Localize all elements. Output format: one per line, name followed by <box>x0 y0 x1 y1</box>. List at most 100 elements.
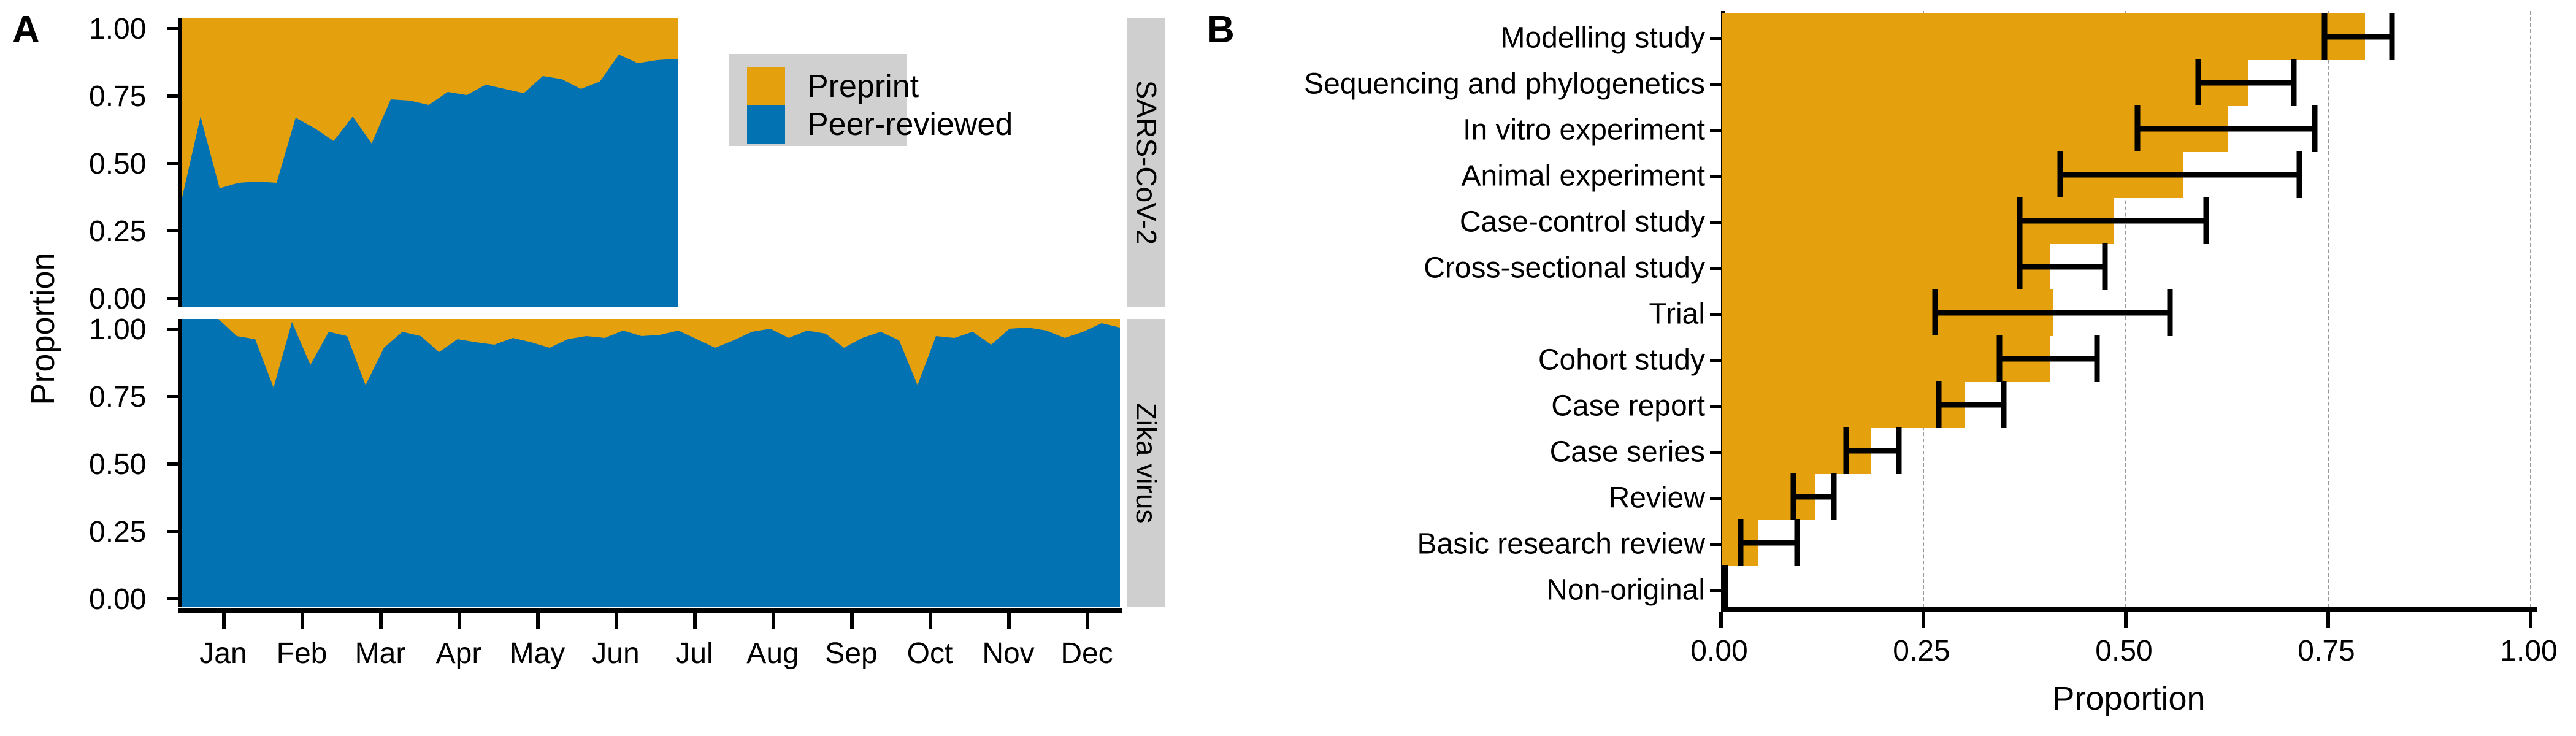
cat-label-trial: Trial <box>1649 297 1705 331</box>
table-row[interactable] <box>1722 381 1965 428</box>
table-row[interactable] <box>1722 243 2050 290</box>
y-tick-label-zika-4: 0.25 <box>89 516 147 548</box>
table-row[interactable] <box>1722 335 2050 382</box>
y-tick-label-sars-1: 1.00 <box>89 13 147 45</box>
panel-a-strip-sars: SARS-CoV-2 <box>1127 18 1165 307</box>
cat-label-case-report: Case report <box>1551 389 1705 423</box>
x-tick-label-nov: Nov <box>982 637 1035 670</box>
gridline-1.00 <box>2530 11 2532 607</box>
y-tick-label-zika-5: 0.00 <box>89 583 147 616</box>
b-x-tickmark-0 <box>1719 612 1723 628</box>
y-tick-label-zika-2: 0.75 <box>89 381 147 413</box>
legend-item-peer-reviewed[interactable]: Peer-reviewed <box>747 105 1013 144</box>
x-tickmark-may <box>536 613 540 629</box>
errorbar-line-trial <box>1935 310 2170 316</box>
cat-label-non-original: Non-original <box>1546 573 1705 607</box>
b-y-tickmark-3 <box>1710 175 1721 178</box>
errorbar-cap-high-animal-experiment <box>2296 151 2302 198</box>
x-tick-label-aug: Aug <box>746 637 799 670</box>
y-tick-label-sars-2: 0.75 <box>89 80 147 113</box>
panel-a: A Proportion 1.00 0.75 0.50 0.25 0.00 SA… <box>0 0 1202 736</box>
x-tick-label-jul: Jul <box>675 637 713 670</box>
cat-label-animal-experiment: Animal experiment <box>1461 159 1706 193</box>
panel-a-sars-y-axis <box>178 18 182 307</box>
errorbar-line-basic-research-review <box>1741 540 1797 546</box>
y-tick-label-zika-3: 0.50 <box>89 448 147 481</box>
errorbar-cap-high-trial <box>2167 289 2173 336</box>
panel-a-zika-plot <box>182 319 1120 607</box>
b-x-tickmark-0.75 <box>2326 612 2330 628</box>
b-y-tickmark-1 <box>1710 83 1721 86</box>
y-tickmark-sars-5 <box>167 297 178 300</box>
y-tickmark-sars-4 <box>167 229 178 232</box>
panel-a-strip-sars-label: SARS-CoV-2 <box>1130 80 1162 245</box>
x-tick-label-may: May <box>509 637 565 670</box>
x-tickmark-sep <box>850 613 854 629</box>
gridline-0.75 <box>2328 11 2330 607</box>
x-tick-label-feb: Feb <box>276 637 328 670</box>
errorbar-line-review <box>1793 494 1834 500</box>
errorbar-cap-low-trial <box>1932 289 1938 336</box>
panel-b: B Modelling study Sequencing and phyloge… <box>1202 0 2576 736</box>
x-tick-label-dec: Dec <box>1060 637 1113 670</box>
b-y-tickmark-9 <box>1710 451 1721 454</box>
panel-a-x-axis <box>178 608 1122 613</box>
cat-label-cross-sectional-study: Cross-sectional study <box>1424 251 1705 285</box>
errorbar-cap-high-modelling-study <box>2389 13 2395 60</box>
errorbar-cap-non-original <box>1721 565 1728 612</box>
y-tickmark-sars-1 <box>167 27 178 30</box>
sars-peerreviewed-area <box>182 55 678 307</box>
x-tickmark-oct <box>929 613 932 629</box>
errorbar-cap-low-sequencing-and-phylogenetics <box>2195 59 2201 106</box>
x-tickmark-nov <box>1007 613 1011 629</box>
table-row[interactable] <box>1722 13 2365 60</box>
b-x-tick-label-1.00: 1.00 <box>2500 635 2558 667</box>
x-tick-label-jun: Jun <box>592 637 640 670</box>
errorbar-line-animal-experiment <box>2060 172 2299 178</box>
zika-area-chart <box>182 319 1120 607</box>
b-y-tickmark-0 <box>1710 37 1721 40</box>
y-tickmark-sars-3 <box>167 162 178 165</box>
sars-area-chart <box>182 18 678 307</box>
b-y-tickmark-5 <box>1710 267 1721 270</box>
b-x-tickmark-0.50 <box>2124 612 2128 628</box>
b-x-tick-label-0: 0.00 <box>1690 635 1748 667</box>
errorbar-line-in-vitro-experiment <box>2137 126 2315 132</box>
errorbar-cap-low-case-report <box>1936 381 1942 428</box>
y-tick-label-sars-4: 0.25 <box>89 215 147 248</box>
y-tickmark-zika-3 <box>167 462 178 466</box>
zika-peerreviewed-area <box>182 319 1120 607</box>
b-y-tickmark-2 <box>1710 129 1721 132</box>
panel-a-sars-plot <box>182 18 1120 307</box>
legend-item-preprint[interactable]: Preprint <box>747 67 919 105</box>
errorbar-cap-low-basic-research-review <box>1738 519 1744 566</box>
legend-label-preprint: Preprint <box>807 69 919 104</box>
panel-a-strip-zika-label: Zika virus <box>1130 402 1162 524</box>
x-tick-label-apr: Apr <box>435 637 482 670</box>
y-tickmark-zika-4 <box>167 530 178 533</box>
cat-label-review: Review <box>1608 481 1705 515</box>
panel-a-letter: A <box>12 9 40 51</box>
b-x-tickmark-0.25 <box>1922 612 1925 628</box>
errorbar-cap-high-review <box>1831 473 1837 520</box>
errorbar-cap-low-animal-experiment <box>2057 151 2063 198</box>
y-tickmark-zika-5 <box>167 597 178 600</box>
cat-label-in-vitro-experiment: In vitro experiment <box>1463 113 1705 147</box>
x-tickmark-apr <box>458 613 461 629</box>
errorbar-line-cross-sectional-study <box>2020 264 2105 270</box>
legend-swatch-peer-reviewed <box>747 105 785 144</box>
x-tick-label-mar: Mar <box>355 637 406 670</box>
errorbar-cap-high-basic-research-review <box>1794 519 1800 566</box>
legend-label-peer-reviewed: Peer-reviewed <box>807 107 1013 142</box>
panel-b-x-axis <box>1721 607 2537 612</box>
y-tickmark-zika-2 <box>167 395 178 398</box>
b-x-tick-label-0.75: 0.75 <box>2298 635 2355 667</box>
y-tick-label-sars-3: 0.50 <box>89 148 147 180</box>
x-tickmark-jun <box>615 613 618 629</box>
errorbar-cap-high-cohort-study <box>2094 335 2100 382</box>
errorbar-cap-low-case-control-study <box>2017 197 2023 244</box>
b-y-tickmark-8 <box>1710 405 1721 408</box>
errorbar-line-cohort-study <box>1999 356 2097 362</box>
cat-label-case-series: Case series <box>1549 435 1705 469</box>
table-row[interactable] <box>1722 59 2248 106</box>
